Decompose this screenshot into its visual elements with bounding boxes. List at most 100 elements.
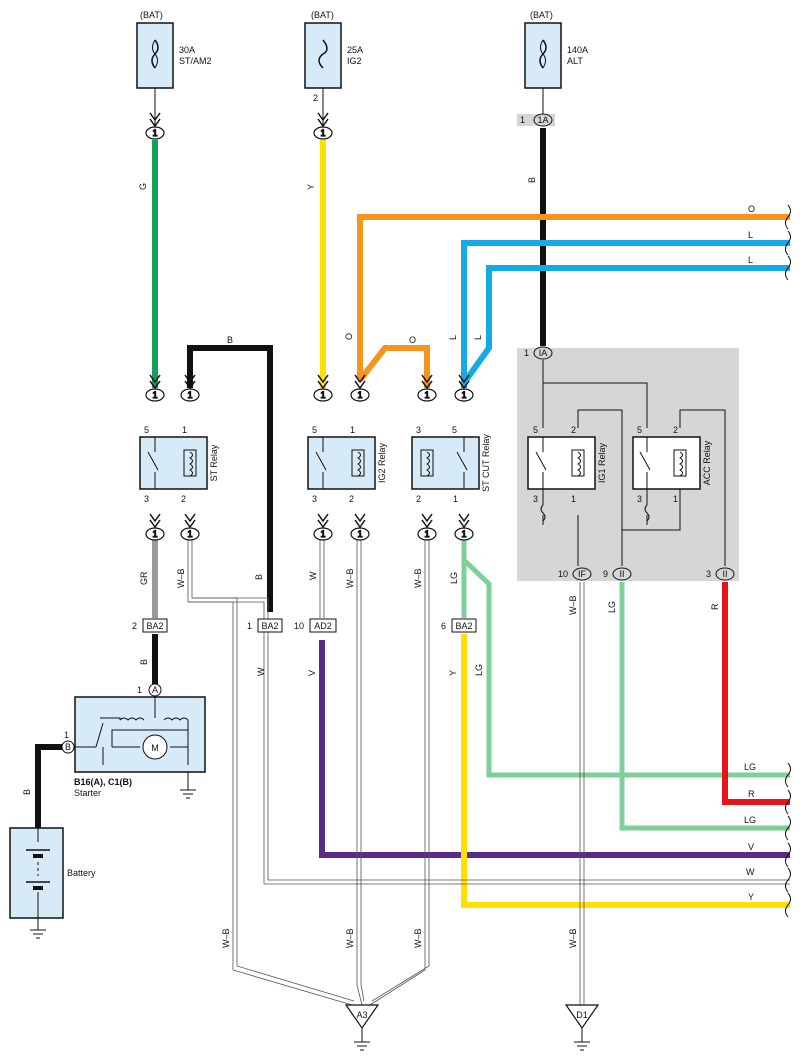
wire-label-y: Y [306,184,316,190]
connector-if: IF 10 [558,567,592,581]
wire-label-wb-a3-1: W–B [221,928,231,948]
wire-breaks [785,204,791,918]
acc-relay: ACC Relay 5 2 3 1 [632,425,712,530]
wire-yellow-lower [461,634,790,908]
svg-text:1: 1 [247,621,252,631]
wire-label-v-lower: V [307,670,317,676]
junction-connector: 1 [180,374,200,402]
coil-icon [577,451,581,477]
svg-text:1A: 1A [537,115,548,125]
svg-text:BA2: BA2 [146,621,163,631]
starter-label: Starter [74,788,101,798]
junction-connector: 1 [313,112,333,140]
svg-text:1: 1 [152,390,157,400]
svg-text:1: 1 [424,529,429,539]
svg-text:10: 10 [558,569,568,579]
ground-icon [180,789,196,799]
st-cut-relay: ST CUT Relay 3 5 2 1 [411,425,491,504]
svg-text:BA2: BA2 [261,621,278,631]
wire-label-r-ii: R [710,603,720,610]
wire-label-lg-stcut: LG [449,572,459,584]
svg-text:A: A [152,685,158,695]
svg-text:3: 3 [706,569,711,579]
connector-ii-9: II 9 [603,567,632,581]
ig1-relay: IG1 Relay 5 2 3 1 [527,425,607,522]
svg-text:3: 3 [533,494,538,504]
fuse-ig2: (BAT) 25A IG2 2 [304,10,363,103]
svg-text:5: 5 [533,425,538,435]
wire-label-y-lower: Y [448,670,458,676]
wire-label-b-battery: B [22,789,32,795]
coil-icon [357,451,361,477]
junction-connector: 1 [417,513,437,541]
junction-connector: 1 [350,374,370,402]
svg-text:2: 2 [673,425,678,435]
svg-text:1: 1 [187,529,192,539]
wire-label-wb-a3-3: W–B [413,928,423,948]
wire-label-y-right: Y [748,892,754,902]
connector-ii-3: II 3 [706,567,735,581]
fuse-rating: 30A [179,45,195,55]
wire-label-o2: O [409,335,416,345]
fuse-name: ST/AM2 [179,56,212,66]
svg-text:AD2: AD2 [314,621,332,631]
svg-text:1: 1 [64,730,69,740]
wire-label-lg-ii: LG [607,601,617,613]
ground-icon [354,1041,370,1051]
junction-connector: 1 [350,513,370,541]
wire-label-l2: L [473,335,483,340]
relay-label: IG2 Relay [377,442,387,483]
wire-label-wb-d1: W–B [568,928,578,948]
svg-text:5: 5 [312,425,317,435]
svg-text:3: 3 [312,494,317,504]
wire-lg-2 [619,582,790,831]
ground-d1: D1 [564,1004,600,1051]
svg-text:D1: D1 [576,1010,588,1020]
wire-label-o-right: O [748,204,755,214]
svg-text:1: 1 [357,529,362,539]
svg-text:A3: A3 [356,1010,367,1020]
connector-ba2-3: BA2 6 [441,618,477,633]
svg-text:9: 9 [603,569,608,579]
wire-label-lg-lower: LG [474,664,484,676]
svg-text:1: 1 [137,685,142,695]
wire-wb-ig2 [356,540,363,1006]
wire-label-v-right: V [748,842,754,852]
wire-label-l-right1: L [748,230,753,240]
svg-text:1: 1 [152,529,157,539]
wire-label-gr: GR [139,571,149,585]
relay-label: ST CUT Relay [481,434,491,492]
fuse-source-label: (BAT) [140,10,163,20]
svg-text:1: 1 [187,390,192,400]
wire-label-b-ba2: B [254,574,264,580]
fuse-rating: 25A [347,45,363,55]
fuse-source-label: (BAT) [530,10,553,20]
svg-text:6: 6 [441,621,446,631]
connector-ad2: AD2 10 [294,618,337,633]
svg-text:5: 5 [637,425,642,435]
svg-text:5: 5 [452,425,457,435]
wire-wb-stcut [369,540,426,1006]
svg-text:II: II [722,569,727,579]
fuse-name: ALT [567,56,583,66]
wire-label-w-right: W [746,867,755,877]
svg-text:1: 1 [461,529,466,539]
wire-purple [319,640,790,858]
svg-text:1: 1 [320,128,325,138]
connector-ba2-2: BA2 1 [247,618,283,633]
svg-text:1: 1 [453,494,458,504]
wire-label-wb-ig2: W–B [345,568,355,588]
svg-text:1: 1 [350,425,355,435]
wire-orange-link [357,345,430,388]
svg-text:M: M [151,743,159,753]
wire-label-wb-if: W–B [568,595,578,615]
wire-label-b-alt: B [527,177,537,183]
wire-label-b-starter: B [139,659,149,665]
junction-connector: 1 [454,513,474,541]
junction-connector: 1 [145,112,165,140]
svg-text:IF: IF [578,569,587,579]
wire-label-b-loop: B [227,335,233,345]
junction-connector: 1 [145,513,165,541]
junction-connector: 1 [313,513,333,541]
